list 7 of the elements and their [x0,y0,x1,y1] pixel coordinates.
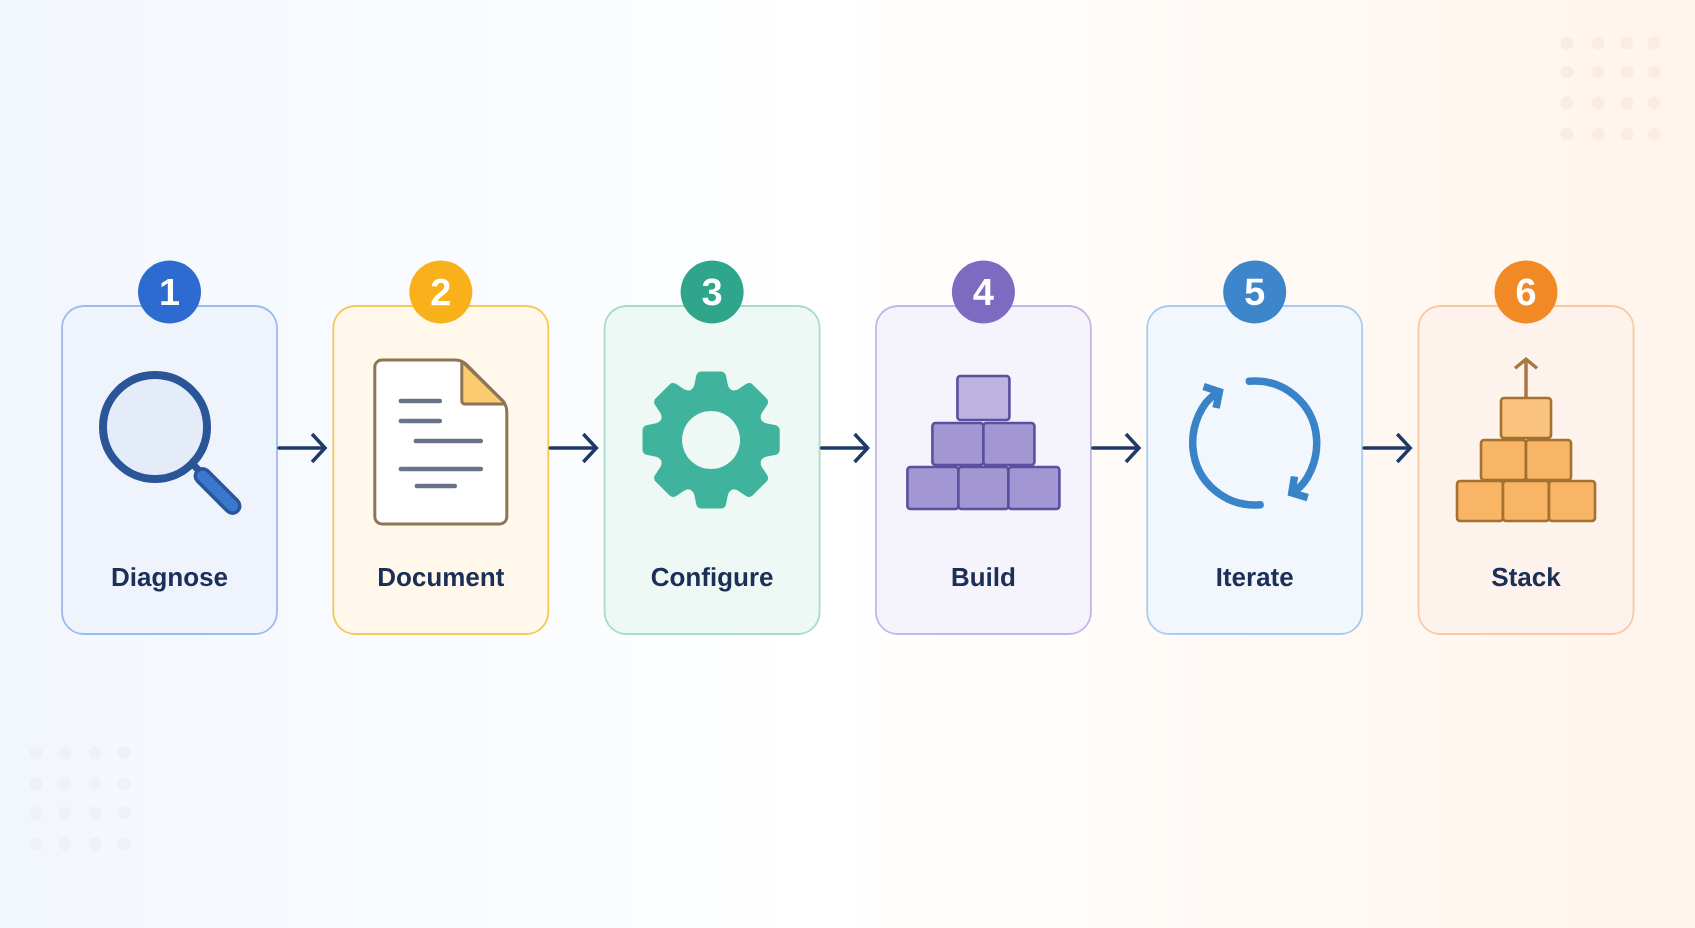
step-card: Iterate [1146,305,1364,635]
number-badge: 5 [1223,260,1287,324]
number-badge: 6 [1494,260,1558,324]
number-badge: 3 [680,260,744,324]
number-badge: 1 [138,260,201,324]
number-badge: 2 [409,260,473,324]
number-badge: 4 [951,260,1015,324]
